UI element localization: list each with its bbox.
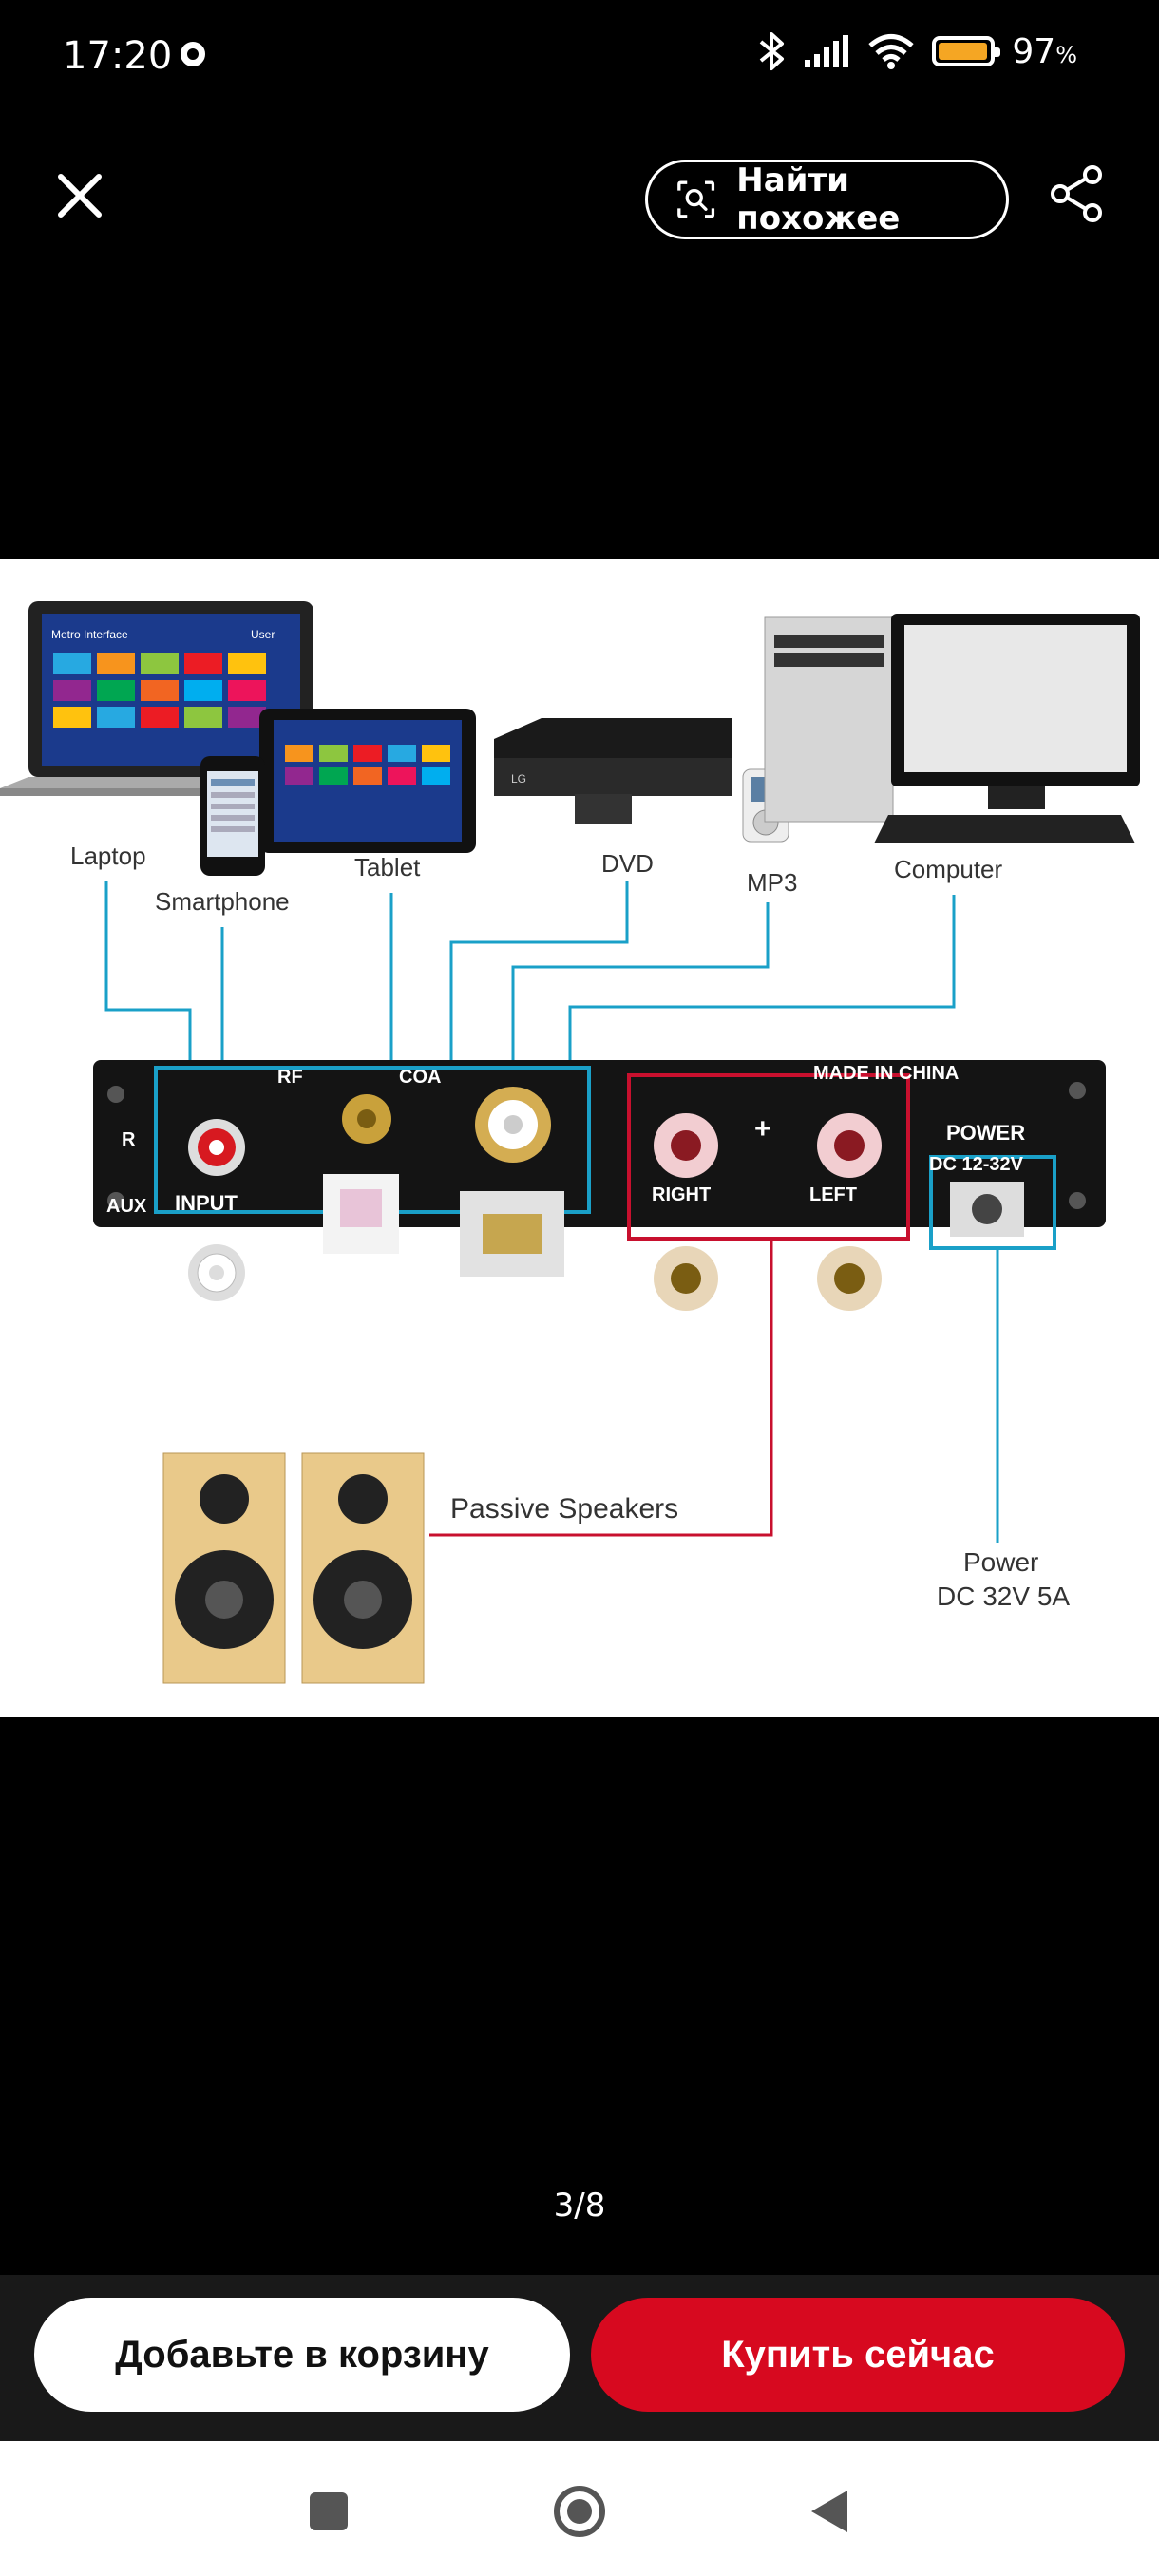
label-dvd: DVD xyxy=(601,849,654,878)
share-button[interactable] xyxy=(1047,163,1108,224)
svg-text:–: – xyxy=(754,1250,772,1286)
label-mp3: MP3 xyxy=(747,868,797,897)
close-icon xyxy=(58,174,102,218)
svg-text:INPUT: INPUT xyxy=(475,1308,532,1329)
laptop-illustration: Metro Interface User xyxy=(0,601,332,796)
svg-text:INPUT: INPUT xyxy=(175,1191,238,1215)
svg-text:Metro Interface: Metro Interface xyxy=(51,628,128,641)
svg-text:User: User xyxy=(251,628,275,641)
find-similar-button[interactable]: Найти похожее xyxy=(645,160,1009,239)
svg-text:L: L xyxy=(122,1259,133,1279)
find-similar-label: Найти похожее xyxy=(736,161,901,237)
svg-text:RF: RF xyxy=(277,1067,303,1088)
notification-dot-icon xyxy=(180,42,205,66)
computer-illustration xyxy=(764,614,1140,843)
status-icons: 97% xyxy=(757,30,1077,72)
purchase-action-bar: Добавьте в корзину Купить сейчас xyxy=(0,2275,1159,2441)
recents-icon xyxy=(310,2492,348,2530)
back-icon xyxy=(811,2491,847,2532)
home-icon xyxy=(554,2486,605,2537)
svg-text:LG: LG xyxy=(511,772,526,786)
svg-text:POWER: POWER xyxy=(946,1121,1025,1145)
input-connection-lines xyxy=(104,881,956,1060)
label-computer: Computer xyxy=(894,855,1002,883)
back-button[interactable] xyxy=(802,2483,859,2540)
svg-text:DC 12-32V: DC 12-32V xyxy=(929,1154,1024,1175)
smartphone-illustration xyxy=(200,756,265,876)
dvd-player-illustration: LG xyxy=(494,718,732,824)
home-button[interactable] xyxy=(551,2483,608,2540)
close-button[interactable] xyxy=(51,167,108,224)
label-passive-speakers: Passive Speakers xyxy=(450,1493,678,1525)
speaker-connection-line xyxy=(429,1239,773,1537)
status-bar: 17:20 97% xyxy=(0,0,1159,114)
status-time: 17:20 xyxy=(63,34,173,78)
wifi-icon xyxy=(868,34,915,69)
svg-text:AUX: AUX xyxy=(106,1196,147,1217)
svg-text:R: R xyxy=(122,1129,136,1150)
product-image[interactable]: Metro Interface User LG xyxy=(0,559,1159,1717)
amplifier-back-panel: MADE IN CHINA RF COA R AUX L INPUT OPTIC… xyxy=(93,1060,1106,1329)
recents-button[interactable] xyxy=(300,2483,357,2540)
signal-icon xyxy=(805,35,849,67)
svg-text:MADE IN CHINA: MADE IN CHINA xyxy=(813,1063,959,1084)
bluetooth-icon xyxy=(760,32,785,70)
svg-text:OPTICAL: OPTICAL xyxy=(304,1274,388,1295)
scan-search-icon xyxy=(677,180,715,218)
svg-text:+: + xyxy=(754,1113,771,1145)
label-power: Power xyxy=(963,1547,1038,1577)
svg-text:PC-USB: PC-USB xyxy=(466,1285,539,1306)
label-power-spec: DC 32V 5A xyxy=(937,1582,1070,1611)
svg-text:INPUT: INPUT xyxy=(321,1300,378,1321)
svg-text:LEFT: LEFT xyxy=(809,1184,857,1205)
speakers-illustration xyxy=(162,1452,425,1684)
battery-percent: 97% xyxy=(1012,31,1077,71)
tablet-illustration xyxy=(259,709,476,853)
battery-icon xyxy=(932,36,1001,66)
label-laptop: Laptop xyxy=(70,842,146,870)
system-navigation-bar xyxy=(0,2441,1159,2576)
image-pager: 3/8 xyxy=(553,2187,606,2225)
label-smartphone: Smartphone xyxy=(155,887,290,916)
share-icon xyxy=(1051,165,1102,222)
svg-text:COA: COA xyxy=(399,1067,441,1088)
svg-text:RIGHT: RIGHT xyxy=(652,1184,711,1205)
buy-now-button[interactable]: Купить сейчас xyxy=(591,2298,1125,2412)
add-to-cart-button[interactable]: Добавьте в корзину xyxy=(34,2298,570,2412)
label-tablet: Tablet xyxy=(354,853,421,881)
